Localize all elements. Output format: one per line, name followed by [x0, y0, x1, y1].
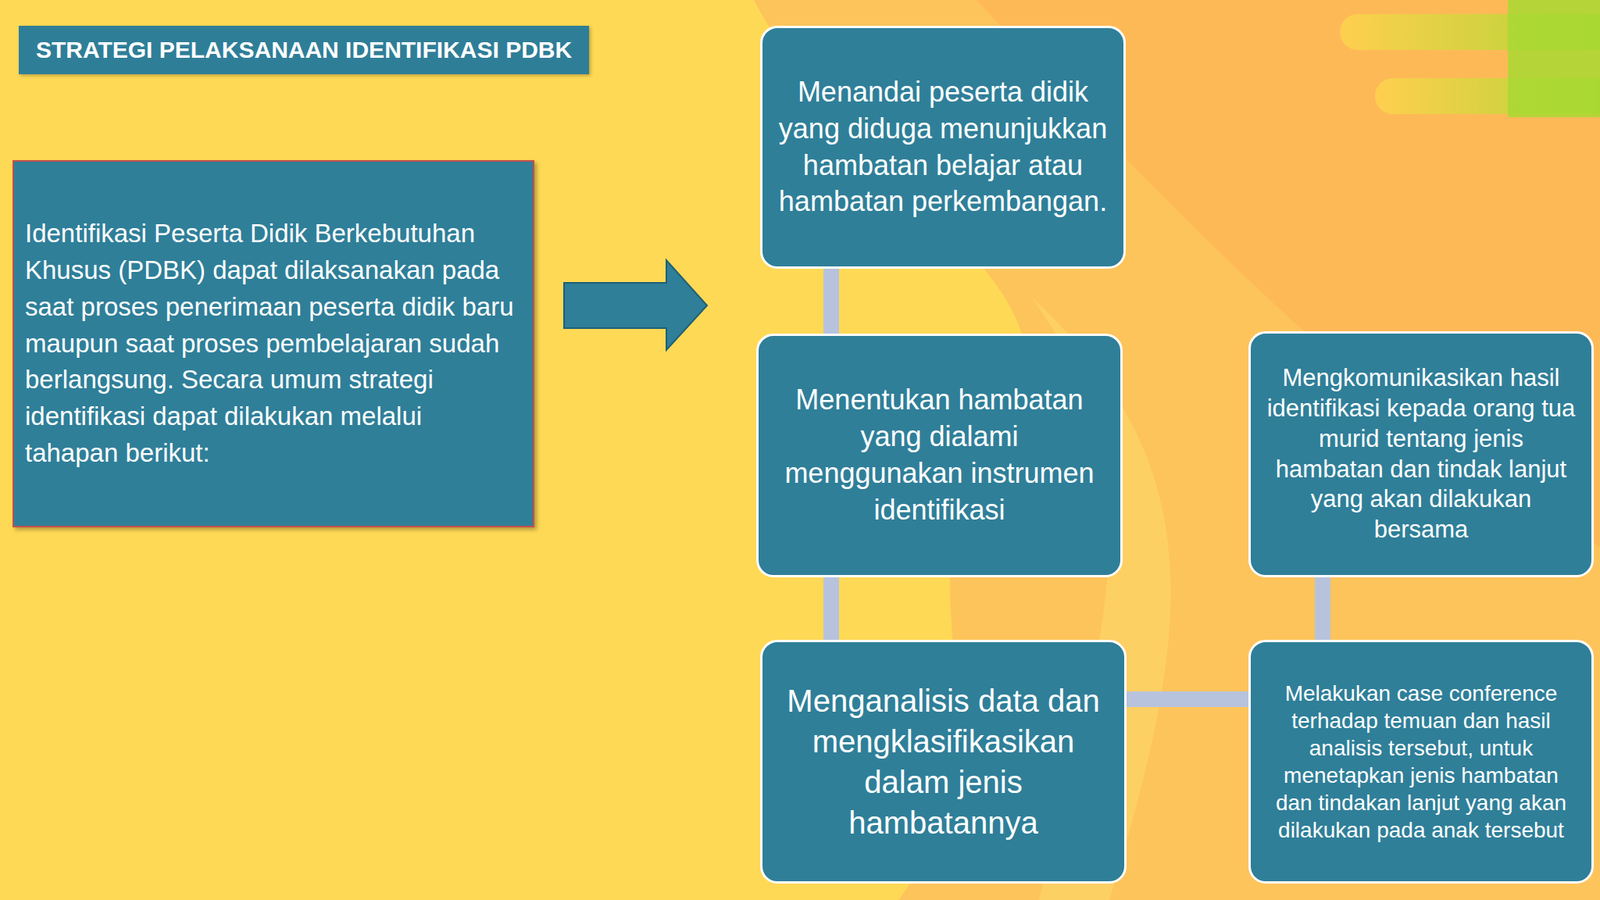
process-box: Menentukan hambatan yang dialami menggun…	[756, 333, 1123, 578]
connector-line	[1314, 577, 1331, 640]
node-text: Menganalisis data dan mengklasifikasikan…	[775, 680, 1112, 843]
node-text: Identifikasi Peserta Didik Berkebutuhan …	[25, 215, 522, 472]
intro-box: Identifikasi Peserta Didik Berkebutuhan …	[12, 160, 535, 528]
node-text: Menentukan hambatan yang dialami menggun…	[771, 382, 1108, 529]
slide-title: STRATEGI PELAKSANAAN IDENTIFIKASI PDBK	[18, 25, 590, 75]
connector-line	[1126, 691, 1249, 708]
process-box: Menandai peserta didik yang diduga menun…	[760, 25, 1126, 269]
connector-line	[823, 577, 840, 640]
connector-line	[823, 268, 840, 334]
block-arrow	[564, 260, 708, 350]
decor-corner	[1507, 0, 1600, 118]
background-shape	[753, 0, 1600, 900]
process-box: Mengkomunikasikan hasil identifikasi kep…	[1248, 331, 1594, 578]
process-box: Menganalisis data dan mengklasifikasikan…	[760, 639, 1127, 884]
node-text: Menandai peserta didik yang diduga menun…	[775, 74, 1111, 221]
node-text: Melakukan case conference terhadap temua…	[1263, 679, 1579, 844]
process-box: Melakukan case conference terhadap temua…	[1248, 639, 1594, 884]
node-text: Mengkomunikasikan hasil identifikasi kep…	[1263, 363, 1579, 546]
